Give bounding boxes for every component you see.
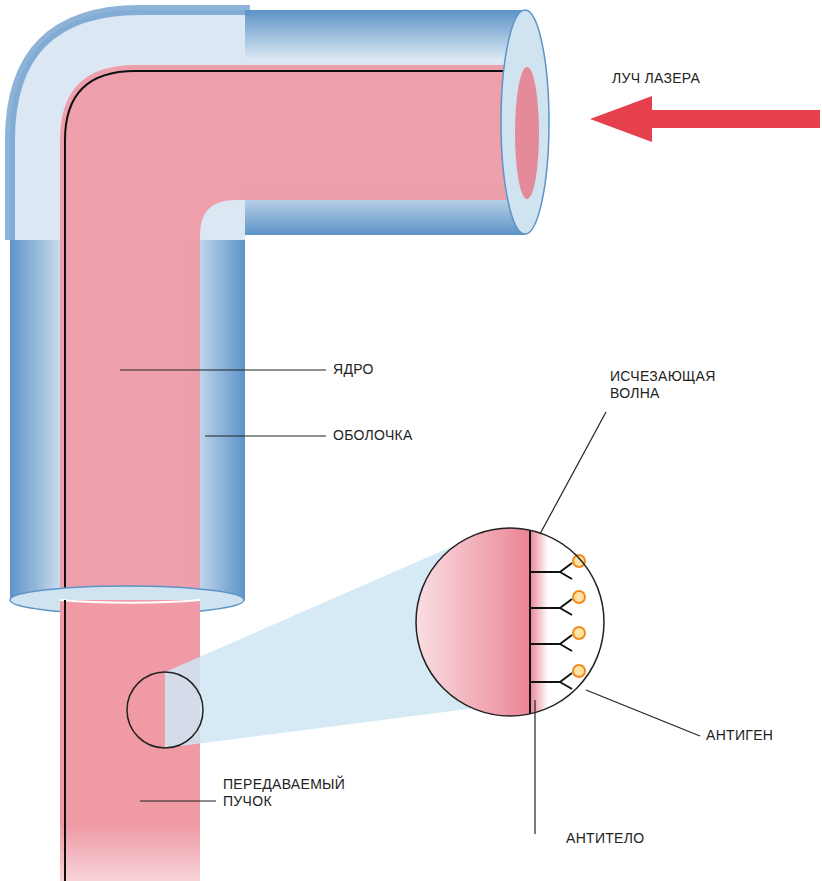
laser-arrow: [590, 96, 820, 142]
leader-line: [540, 412, 606, 534]
part-label: ОБОЛОЧКА: [333, 427, 413, 444]
antibody: [530, 627, 585, 651]
antibody: [530, 673, 572, 689]
leader-line: [534, 700, 535, 834]
evanescent-wave: [530, 520, 548, 730]
core-end: [515, 67, 539, 199]
fiber-end: [501, 10, 549, 234]
part-label: ИСЧЕЗАЮЩАЯ ВОЛНА: [610, 368, 716, 402]
leader-line: [140, 800, 216, 801]
leader-line: [120, 369, 326, 370]
magnified-view: [410, 520, 604, 730]
antibody: [530, 665, 585, 689]
core-rim: [60, 600, 200, 603]
part-label: ЯДРО: [333, 361, 374, 378]
core-detail: [410, 520, 530, 730]
magnifier-frame: [416, 528, 604, 716]
antigen: [573, 665, 585, 677]
part-label: АНТИТЕЛО: [566, 830, 644, 847]
part-label: ПЕРЕДАВАЕМЫЙ ПУЧОК: [223, 776, 345, 810]
leader-line: [586, 690, 700, 736]
antibody: [530, 591, 585, 615]
antibody: [530, 635, 572, 651]
antigen: [573, 555, 585, 567]
part-label: АНТИГЕН: [706, 727, 773, 744]
leader-lines: [120, 370, 700, 834]
antigen: [573, 627, 585, 639]
antibody: [530, 555, 585, 579]
magnifier-spot: [127, 672, 203, 748]
leader-line: [205, 435, 326, 436]
beam-label: ЛУЧ ЛАЗЕРА: [612, 70, 700, 87]
core-surface: [529, 520, 531, 730]
core-boundary: [64, 600, 66, 881]
antibody: [530, 563, 572, 579]
antigen: [573, 591, 585, 603]
antibody: [530, 599, 572, 615]
core: [60, 65, 525, 881]
antibodies: [530, 555, 585, 689]
